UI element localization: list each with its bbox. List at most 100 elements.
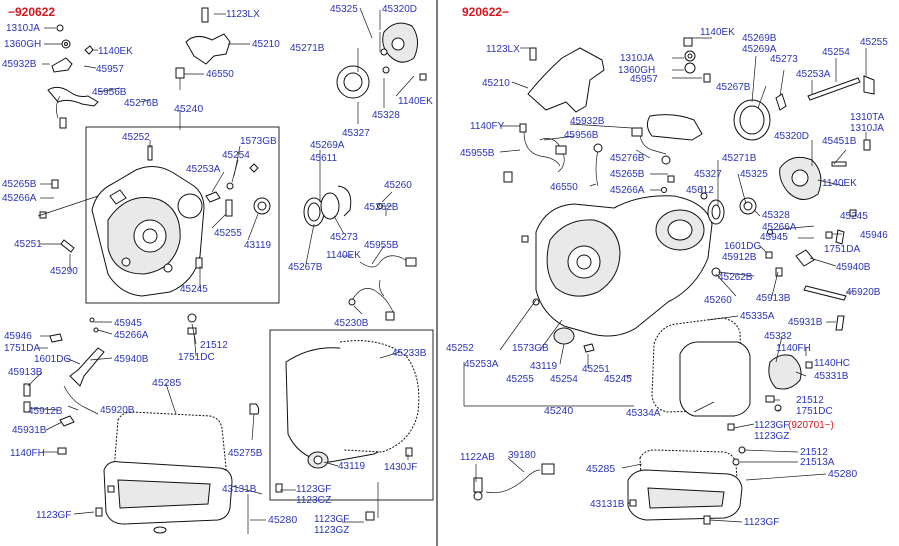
r-label-45331b: 45331B xyxy=(814,371,849,382)
r-label-45913b: 45913B xyxy=(756,293,791,304)
label-45252: 45252 xyxy=(122,132,150,143)
label-45271b: 45271B xyxy=(290,43,325,54)
r-label-45254-b: 45254 xyxy=(550,374,578,385)
r-label-45271b: 45271B xyxy=(722,153,757,164)
r-label-45956b: 45956B xyxy=(564,130,599,141)
r-label-45280: 45280 xyxy=(828,468,857,480)
bracket-45210-right-part xyxy=(527,37,711,113)
r-label-45931b: 45931B xyxy=(788,317,823,328)
label-45957: 45957 xyxy=(96,64,124,75)
label-1123gz-a: 1123GZ xyxy=(296,495,331,506)
r-label-1140ek: 1140EK xyxy=(700,27,735,38)
transaxle-case-45240-right-part xyxy=(521,195,713,353)
right-leader-lines xyxy=(463,37,867,523)
label-45255: 45255 xyxy=(214,228,242,239)
left-date-range: −920622 xyxy=(8,5,55,19)
r-label-45251: 45251 xyxy=(582,364,610,375)
r-label-1140ek-b: 1140EK xyxy=(822,178,857,189)
label-45266a: 45266A xyxy=(2,193,37,204)
label-45285: 45285 xyxy=(152,377,181,389)
r-label-45245: 45245 xyxy=(840,211,868,222)
label-45920b: 45920B xyxy=(100,405,135,416)
label-46550: 46550 xyxy=(206,69,234,80)
label-45240: 45240 xyxy=(174,103,203,115)
r-label-21512-b: 21512 xyxy=(800,447,828,458)
wiring-sensor-right-part xyxy=(503,114,703,193)
r-label-45253a: 45253A xyxy=(796,69,831,80)
left-leader-lines xyxy=(27,7,415,534)
label-45956b: 45956B xyxy=(92,87,127,98)
r-label-45255-b: 45255 xyxy=(506,374,534,385)
r-label-1140fy: 1140FY xyxy=(470,121,505,132)
r-label-1140fh: 1140FH xyxy=(776,343,811,354)
r-label-45269b: 45269B xyxy=(742,33,777,44)
r-label-1751dc: 1751DC xyxy=(796,406,833,417)
label-1140ek: 1140EK xyxy=(98,46,133,57)
r-label-45276b: 45276B xyxy=(610,153,645,164)
r-label-45266a-b: 45266A xyxy=(762,222,797,233)
r-label-45269a: 45269A xyxy=(742,44,777,55)
r-label-1122ab: 1122AB xyxy=(460,452,495,463)
clutch-housing-group-box xyxy=(269,329,434,501)
r-label-43119: 43119 xyxy=(530,361,558,372)
label-45253a: 45253A xyxy=(186,164,221,175)
label-1751dc: 1751DC xyxy=(178,352,215,363)
r-label-45273: 45273 xyxy=(770,54,798,65)
right-date-range: 920622− xyxy=(462,5,509,19)
right-panel: 920622− xyxy=(446,5,888,528)
r-label-45612: 45612 xyxy=(686,185,714,196)
r-label-43131b: 43131B xyxy=(590,499,625,510)
label-1123gf-c: 1123GF xyxy=(314,514,349,525)
r-label-45332: 45332 xyxy=(764,331,792,342)
clutch-housing-45233b-part xyxy=(275,340,420,521)
r-label-46550: 46550 xyxy=(550,182,578,193)
r-label-45912b: 45912B xyxy=(722,252,757,263)
label-45946: 45946 xyxy=(4,331,32,342)
r-label-45210: 45210 xyxy=(482,78,510,89)
label-45273: 45273 xyxy=(330,232,358,243)
r-note-date: (920701−) xyxy=(788,420,834,431)
label-1430jf: 1430JF xyxy=(384,462,417,473)
r-label-45252: 45252 xyxy=(446,343,474,354)
label-1123gz-b: 1123GZ xyxy=(314,525,349,536)
r-label-45957: 45957 xyxy=(630,74,658,85)
r-label-1573gb: 1573GB xyxy=(512,343,549,354)
label-45945: 45945 xyxy=(114,318,142,329)
r-label-45255: 45255 xyxy=(860,37,888,48)
left-panel: −920622 xyxy=(2,4,434,536)
r-label-45325: 45325 xyxy=(740,169,768,180)
label-45325: 45325 xyxy=(330,4,358,15)
r-label-45245-b: 45245 xyxy=(604,374,632,385)
label-45266a-b: 45266A xyxy=(114,330,149,341)
r-label-1360gh: 1360GH xyxy=(618,65,655,76)
label-43119: 43119 xyxy=(244,240,272,251)
label-45940b: 45940B xyxy=(114,354,149,365)
r-label-45946: 45946 xyxy=(860,230,888,241)
r-label-45932b: 45932B xyxy=(570,116,605,127)
r-label-1123lx: 1123LX xyxy=(486,44,520,55)
label-45328: 45328 xyxy=(372,110,400,121)
r-label-45334a: 45334A xyxy=(626,408,661,419)
label-45320d: 45320D xyxy=(382,4,417,15)
label-1310ja: 1310JA xyxy=(6,23,40,34)
label-45262b: 45262B xyxy=(364,202,399,213)
label-1140ek-b: 1140EK xyxy=(398,96,433,107)
r-label-45265b: 45265B xyxy=(610,169,645,180)
label-45260: 45260 xyxy=(384,180,412,191)
label-45611: 45611 xyxy=(310,153,338,164)
oil-screen-and-cover-right-part xyxy=(651,315,845,431)
r-label-1601dg: 1601DG xyxy=(724,241,761,252)
label-45290: 45290 xyxy=(50,266,78,277)
label-1573gb: 1573GB xyxy=(240,136,277,147)
label-43119-b: 43119 xyxy=(338,461,366,472)
extension-and-rings-right-part xyxy=(733,75,875,217)
r-label-1123gf-b: 1123GF xyxy=(744,517,779,528)
r-label-45267b: 45267B xyxy=(716,82,751,93)
label-45267b: 45267B xyxy=(288,262,323,273)
label-45912b: 45912B xyxy=(28,406,63,417)
r-label-1310ta: 1310TA xyxy=(850,112,885,123)
r-label-45335a: 45335A xyxy=(740,311,775,322)
r-label-45955b: 45955B xyxy=(460,148,495,159)
r-label-39180: 39180 xyxy=(508,450,536,461)
